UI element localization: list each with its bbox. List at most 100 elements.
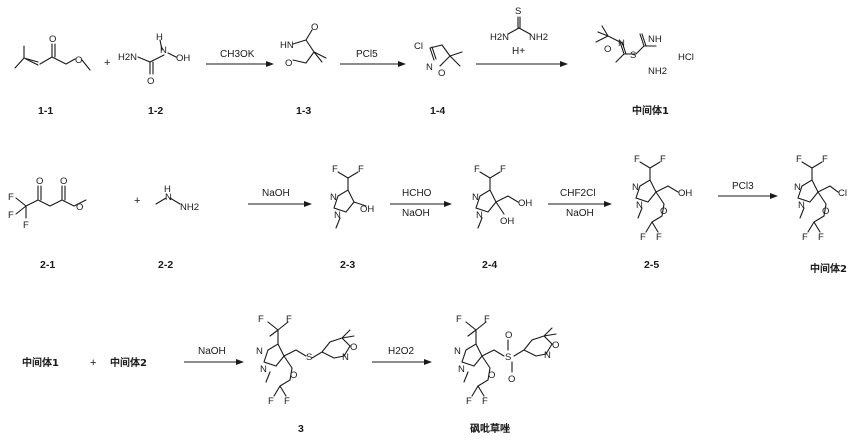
atom-f: F	[456, 314, 462, 325]
atom-o: O	[49, 34, 56, 45]
reagent-h-plus: H+	[512, 46, 525, 57]
compound-label-1-2: 1-2	[148, 105, 163, 117]
atom-o: O	[438, 68, 445, 79]
atom-h: H	[156, 32, 163, 43]
compound-label-2-1: 2-1	[40, 259, 55, 271]
atom-n: N	[544, 350, 551, 361]
atom-f: F	[660, 154, 666, 165]
atom-f: F	[640, 232, 646, 243]
reagent-hcho: HCHO	[402, 188, 432, 199]
atom-f: F	[484, 314, 490, 325]
reagent-h2o2: H2O2	[388, 346, 415, 357]
atom-f: F	[656, 232, 662, 243]
atom-n: N	[472, 192, 479, 203]
atom-f: F	[500, 164, 506, 175]
plus-sign: +	[90, 357, 96, 369]
atom-o: O	[290, 370, 297, 381]
atom-n: N	[334, 210, 341, 221]
atom-f: F	[818, 232, 824, 243]
reagent-chf2cl: CHF2Cl	[560, 188, 596, 199]
atom-oh: OH	[500, 216, 514, 227]
atom-o: O	[147, 76, 154, 87]
atom-n: N	[260, 364, 267, 375]
atom-f: F	[466, 396, 472, 407]
atom-o: O	[488, 370, 495, 381]
reagent-naoh: NaOH	[566, 208, 594, 219]
atom-f: F	[8, 192, 14, 203]
atom-nh2: NH2	[529, 32, 548, 43]
reagent-naoh: NaOH	[402, 208, 430, 219]
reagent-thiourea: S H2N NH2 H+	[490, 6, 548, 57]
atom-n: N	[476, 210, 483, 221]
atom-n: N	[330, 192, 337, 203]
atom-n: N	[794, 182, 801, 193]
atom-h2n: H2N	[118, 52, 137, 63]
atom-f: F	[286, 314, 292, 325]
arrowhead	[236, 359, 244, 365]
atom-nh: N	[160, 45, 167, 56]
atom-f: F	[796, 154, 802, 165]
compound-2-3-structure: F F N N OH	[330, 164, 374, 229]
atom-nh2: NH2	[180, 202, 199, 213]
compound-label-2-5: 2-5	[644, 259, 659, 271]
atom-o: O	[508, 374, 515, 385]
atom-o: O	[76, 202, 83, 213]
compound-intermediate-1-structure: O N S NH NH2 HCl	[595, 25, 694, 77]
atom-s: S	[505, 352, 511, 363]
atom-f: F	[8, 210, 14, 221]
compound-label-3: 3	[298, 423, 304, 435]
atom-h2n: H2N	[490, 32, 509, 43]
compound-label-1-3: 1-3	[296, 105, 311, 117]
compound-label-2-3: 2-3	[340, 259, 355, 271]
arrowhead	[398, 61, 406, 67]
arrowhead	[266, 61, 274, 67]
atom-s: S	[630, 50, 636, 61]
compound-1-1-structure: O O	[14, 34, 91, 71]
atom-f: F	[822, 154, 828, 165]
compound-label-1-4: 1-4	[430, 105, 445, 117]
compound-3-structure: F F N N S O N O F F	[256, 314, 357, 407]
arrowhead	[444, 201, 452, 207]
reagent-pcl3: PCl3	[732, 181, 754, 192]
arrowhead	[304, 201, 312, 207]
atom-n: N	[636, 200, 643, 211]
compound-pyroxasulfone-structure: F F N N S O O O N O F F	[454, 314, 559, 407]
compound-intermediate-2-structure: F F N N Cl O F F	[794, 154, 847, 243]
atom-f: F	[634, 154, 640, 165]
arrowhead	[604, 201, 612, 207]
atom-n: N	[426, 62, 433, 73]
compound-label-1-1: 1-1	[38, 105, 53, 117]
atom-oh: OH	[518, 198, 532, 209]
atom-f: F	[258, 314, 264, 325]
atom-cl: Cl	[414, 41, 423, 52]
atom-o: O	[505, 330, 512, 341]
atom-o: O	[552, 340, 559, 351]
atom-f: F	[332, 164, 338, 175]
atom-hn: HN	[280, 40, 294, 51]
atom-f: F	[284, 396, 290, 407]
atom-o: O	[822, 206, 829, 217]
atom-o: O	[660, 206, 667, 217]
compound-1-2-structure: H2N O N H OH	[118, 32, 190, 87]
atom-nh: NH	[648, 34, 662, 45]
reagent-naoh: NaOH	[198, 346, 226, 357]
atom-f: F	[474, 164, 480, 175]
atom-f: F	[802, 232, 808, 243]
atom-f: F	[482, 396, 488, 407]
atom-o: O	[36, 176, 43, 187]
atom-oh: OH	[360, 204, 374, 215]
atom-n: N	[165, 192, 172, 203]
plus-sign: +	[134, 195, 140, 207]
compound-1-4-structure: Cl N O	[414, 41, 463, 79]
reagent-pcl5: PCl5	[356, 49, 378, 60]
atom-n: N	[342, 352, 349, 363]
atom-o: O	[60, 176, 67, 187]
atom-oh: OH	[678, 188, 692, 199]
atom-n: N	[458, 364, 465, 375]
atom-n: N	[618, 38, 625, 49]
atom-n: N	[454, 346, 461, 357]
atom-f: F	[358, 164, 364, 175]
compound-1-3-structure: HN O O	[280, 22, 327, 69]
atom-h: H	[164, 184, 171, 195]
